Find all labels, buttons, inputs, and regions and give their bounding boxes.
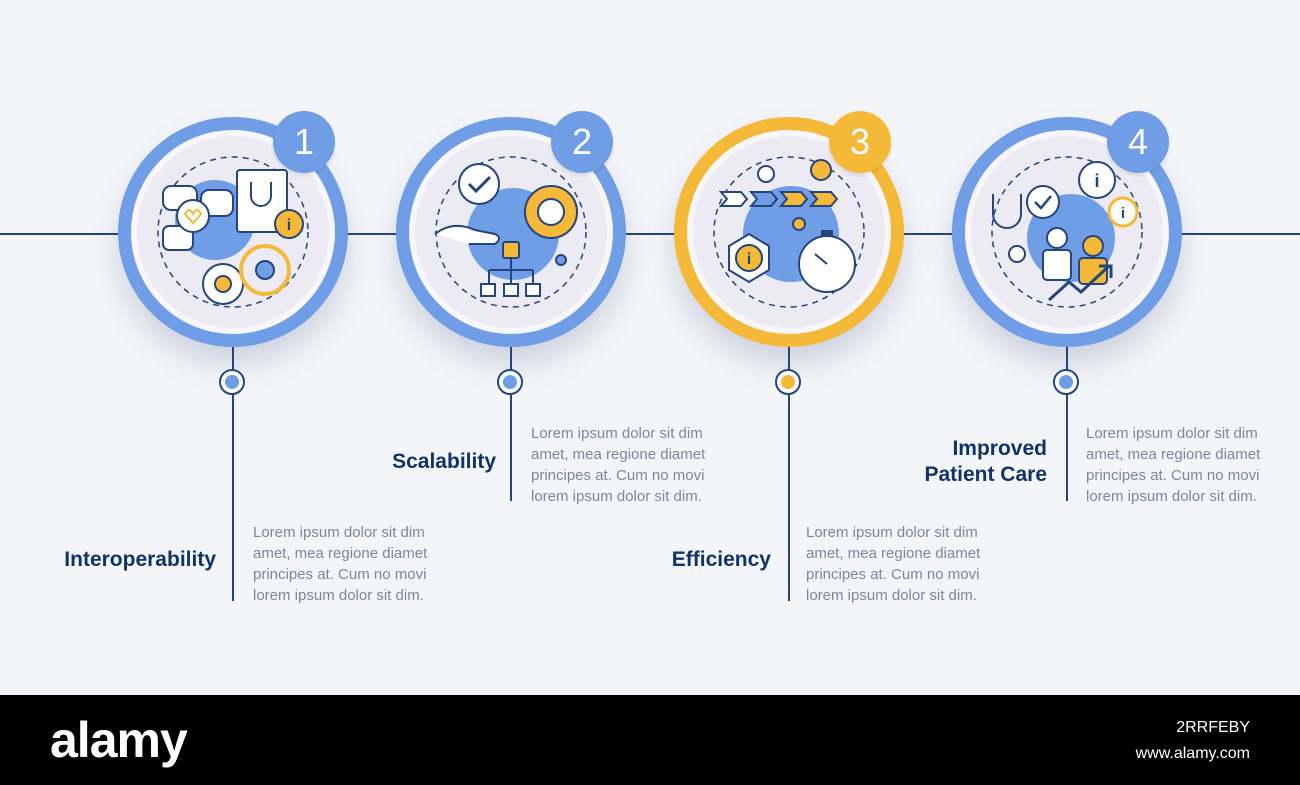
site-url: www.alamy.com (1135, 745, 1250, 762)
step-4-connector (1066, 347, 1068, 501)
svg-text:i: i (1121, 205, 1125, 222)
stock-footer-bar: alamy 2RRFEBY www.alamy.com (0, 695, 1300, 785)
step-2-number-badge: 2 (551, 111, 613, 173)
step-4-number-badge: 4 (1107, 111, 1169, 173)
image-id: 2RRFEBY (1176, 719, 1250, 736)
svg-text:i: i (287, 217, 291, 234)
step-2-node (497, 369, 523, 395)
workflow-stopwatch-icon: i (713, 156, 865, 308)
step-3: i 3 Efficiency Lorem ipsum dolor sit dim… (672, 0, 980, 695)
step-3-node (775, 369, 801, 395)
step-2-connector (510, 347, 512, 501)
step-1-title: Interoperability (64, 548, 216, 571)
step-2: 2 Scalability Lorem ipsum dolor sit dim … (392, 0, 705, 695)
svg-text:i: i (1094, 171, 1099, 191)
doctor-patient-care-icon: i i (991, 156, 1143, 308)
step-1-number-badge: 1 (273, 111, 335, 173)
step-1-node (219, 369, 245, 395)
step-4: i i 4 Improved Patient Care Lorem ipsum … (924, 0, 1260, 695)
step-1-description: Lorem ipsum dolor sit dim amet, mea regi… (253, 524, 428, 604)
step-4-title: Improved Patient Care (924, 437, 1047, 486)
step-2-title: Scalability (392, 450, 496, 473)
timeline-horizontal-line (0, 233, 1300, 235)
medical-data-exchange-icon: i (157, 156, 309, 308)
step-4-node (1053, 369, 1079, 395)
infographic: i 1 Interoperability Lorem ipsum dolor s… (0, 0, 1300, 695)
step-4-description: Lorem ipsum dolor sit dim amet, mea regi… (1086, 425, 1261, 505)
step-3-connector (788, 347, 790, 601)
step-1: i 1 Interoperability Lorem ipsum dolor s… (64, 0, 427, 695)
step-2-description: Lorem ipsum dolor sit dim amet, mea regi… (531, 425, 706, 505)
step-3-description: Lorem ipsum dolor sit dim amet, mea regi… (806, 524, 981, 604)
step-3-title: Efficiency (671, 548, 771, 571)
healthcare-network-hand-icon (434, 156, 587, 308)
alamy-logo: alamy (50, 712, 188, 768)
step-1-connector (232, 347, 234, 601)
svg-text:i: i (747, 251, 751, 268)
step-3-number-badge: 3 (829, 111, 891, 173)
